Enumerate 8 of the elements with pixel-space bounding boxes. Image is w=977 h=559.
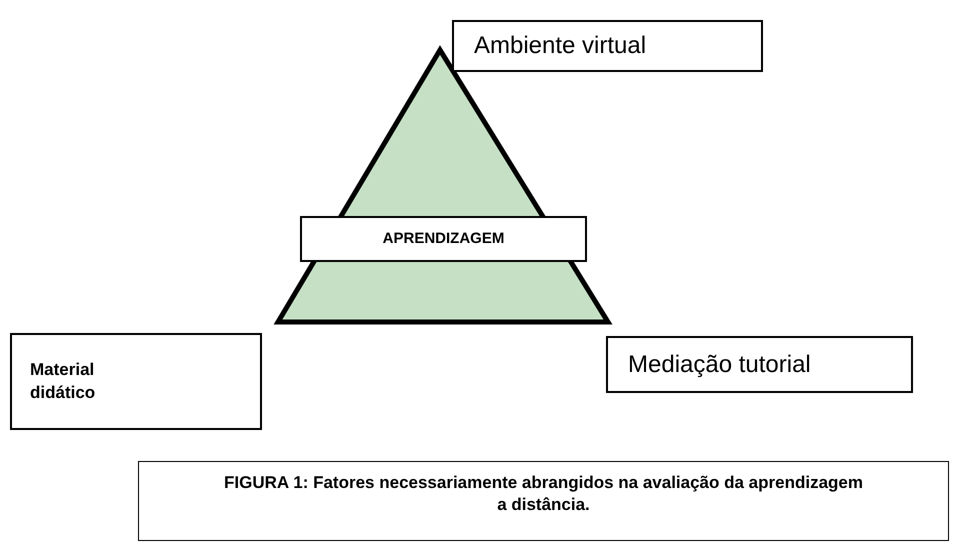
- text-box: [452, 20, 763, 72]
- node-label: APRENDIZAGEM: [382, 229, 504, 249]
- figure-caption: FIGURA 1: Fatores necessariamente abrangidos na avaliação da aprendizagem a distância.: [223, 472, 864, 516]
- text-box: [606, 336, 913, 393]
- node-label: Material didático: [30, 359, 96, 404]
- node-label: Mediação tutorial: [628, 350, 811, 380]
- text-box: [10, 333, 262, 430]
- node-label: Ambiente virtual: [474, 31, 646, 62]
